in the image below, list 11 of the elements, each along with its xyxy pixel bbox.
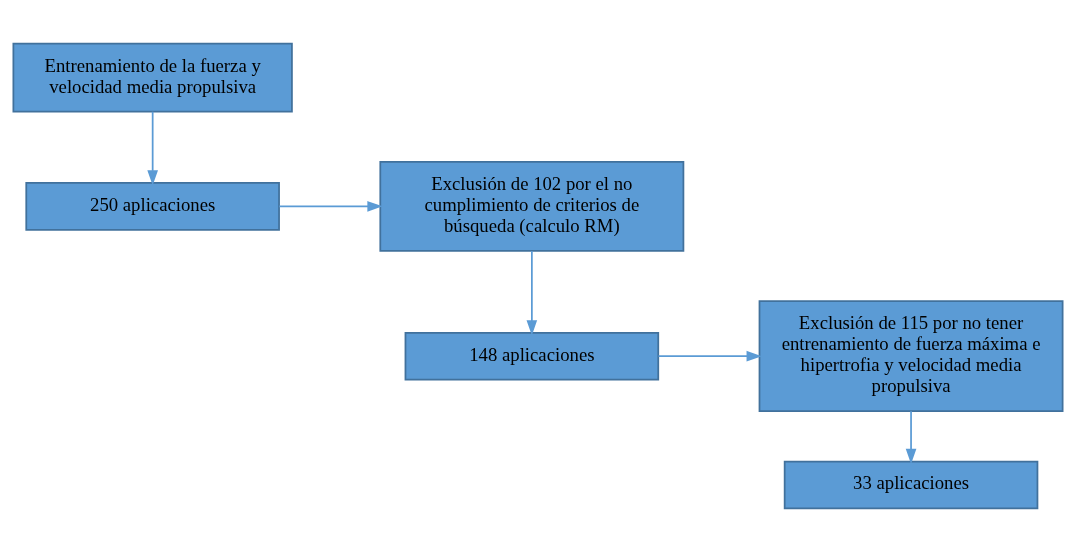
arrow xyxy=(905,410,917,465)
node-box: 33 aplicaciones xyxy=(783,460,1039,510)
arrow xyxy=(657,350,762,362)
node-box: 250 aplicaciones xyxy=(25,182,280,231)
arrow xyxy=(147,110,158,186)
arrow xyxy=(526,250,538,336)
arrow xyxy=(278,201,383,212)
node-box: 148 aplicaciones xyxy=(404,331,660,381)
node-box: Exclusión de 102 por el no cumplimiento de criterios de búsqueda (calculo RM) xyxy=(379,161,685,252)
node-box: Exclusión de 115 por no tener entrenamiento de fuerza máxima e hipertrofia y velocidad media propulsiva xyxy=(758,300,1064,413)
node-box: Entrenamiento de la fuerza y velocidad media propulsiva xyxy=(12,42,293,113)
